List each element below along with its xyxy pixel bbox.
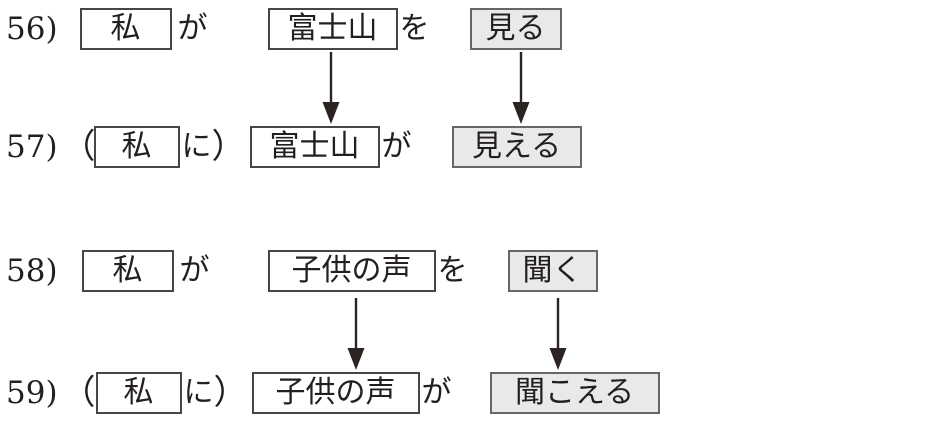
arrow-verb-56-to-57 (510, 52, 532, 124)
close-paren-57: ） (211, 127, 246, 167)
verb-box-58: 聞く (507, 250, 598, 292)
object-box-59: 子供の声 (251, 372, 420, 414)
example-number-59: 59) (6, 375, 58, 411)
arrow-object-58-to-59 (345, 298, 367, 370)
subject-box-58: 私 (81, 250, 174, 292)
example-line-59: 59) （ 私 に ） 子供の声 が 聞こえる (0, 372, 660, 414)
open-paren-59: （ (61, 373, 96, 413)
verb-box-56: 見る (469, 8, 562, 50)
object-box-58: 子供の声 (267, 250, 436, 292)
example-number-56: 56) (6, 11, 58, 47)
subject-particle-57: に (181, 129, 212, 164)
subject-box-57: 私 (93, 126, 180, 168)
subject-particle-56: が (177, 11, 208, 46)
close-paren-59: ） (213, 373, 248, 413)
example-line-57: 57) （ 私 に ） 富士山 が 見える (0, 126, 582, 168)
subject-box-59: 私 (95, 372, 182, 414)
object-particle-56: を (399, 11, 430, 46)
subject-particle-58: が (179, 253, 210, 288)
object-particle-57: が (381, 129, 412, 164)
example-line-56: 56) 私 が 富士山 を 見る (0, 8, 562, 50)
subject-particle-59: に (183, 375, 214, 410)
open-paren-57: （ (61, 127, 96, 167)
object-box-57: 富士山 (249, 126, 380, 168)
object-particle-59: が (421, 375, 452, 410)
example-number-58: 58) (6, 253, 58, 289)
example-number-57: 57) (6, 129, 58, 165)
subject-box-56: 私 (79, 8, 172, 50)
verb-box-59: 聞こえる (489, 372, 660, 414)
arrow-verb-58-to-59 (547, 298, 569, 370)
example-line-58: 58) 私 が 子供の声 を 聞く (0, 250, 598, 292)
object-particle-58: を (437, 253, 468, 288)
verb-box-57: 見える (451, 126, 582, 168)
arrow-object-56-to-57 (320, 52, 342, 124)
object-box-56: 富士山 (267, 8, 398, 50)
